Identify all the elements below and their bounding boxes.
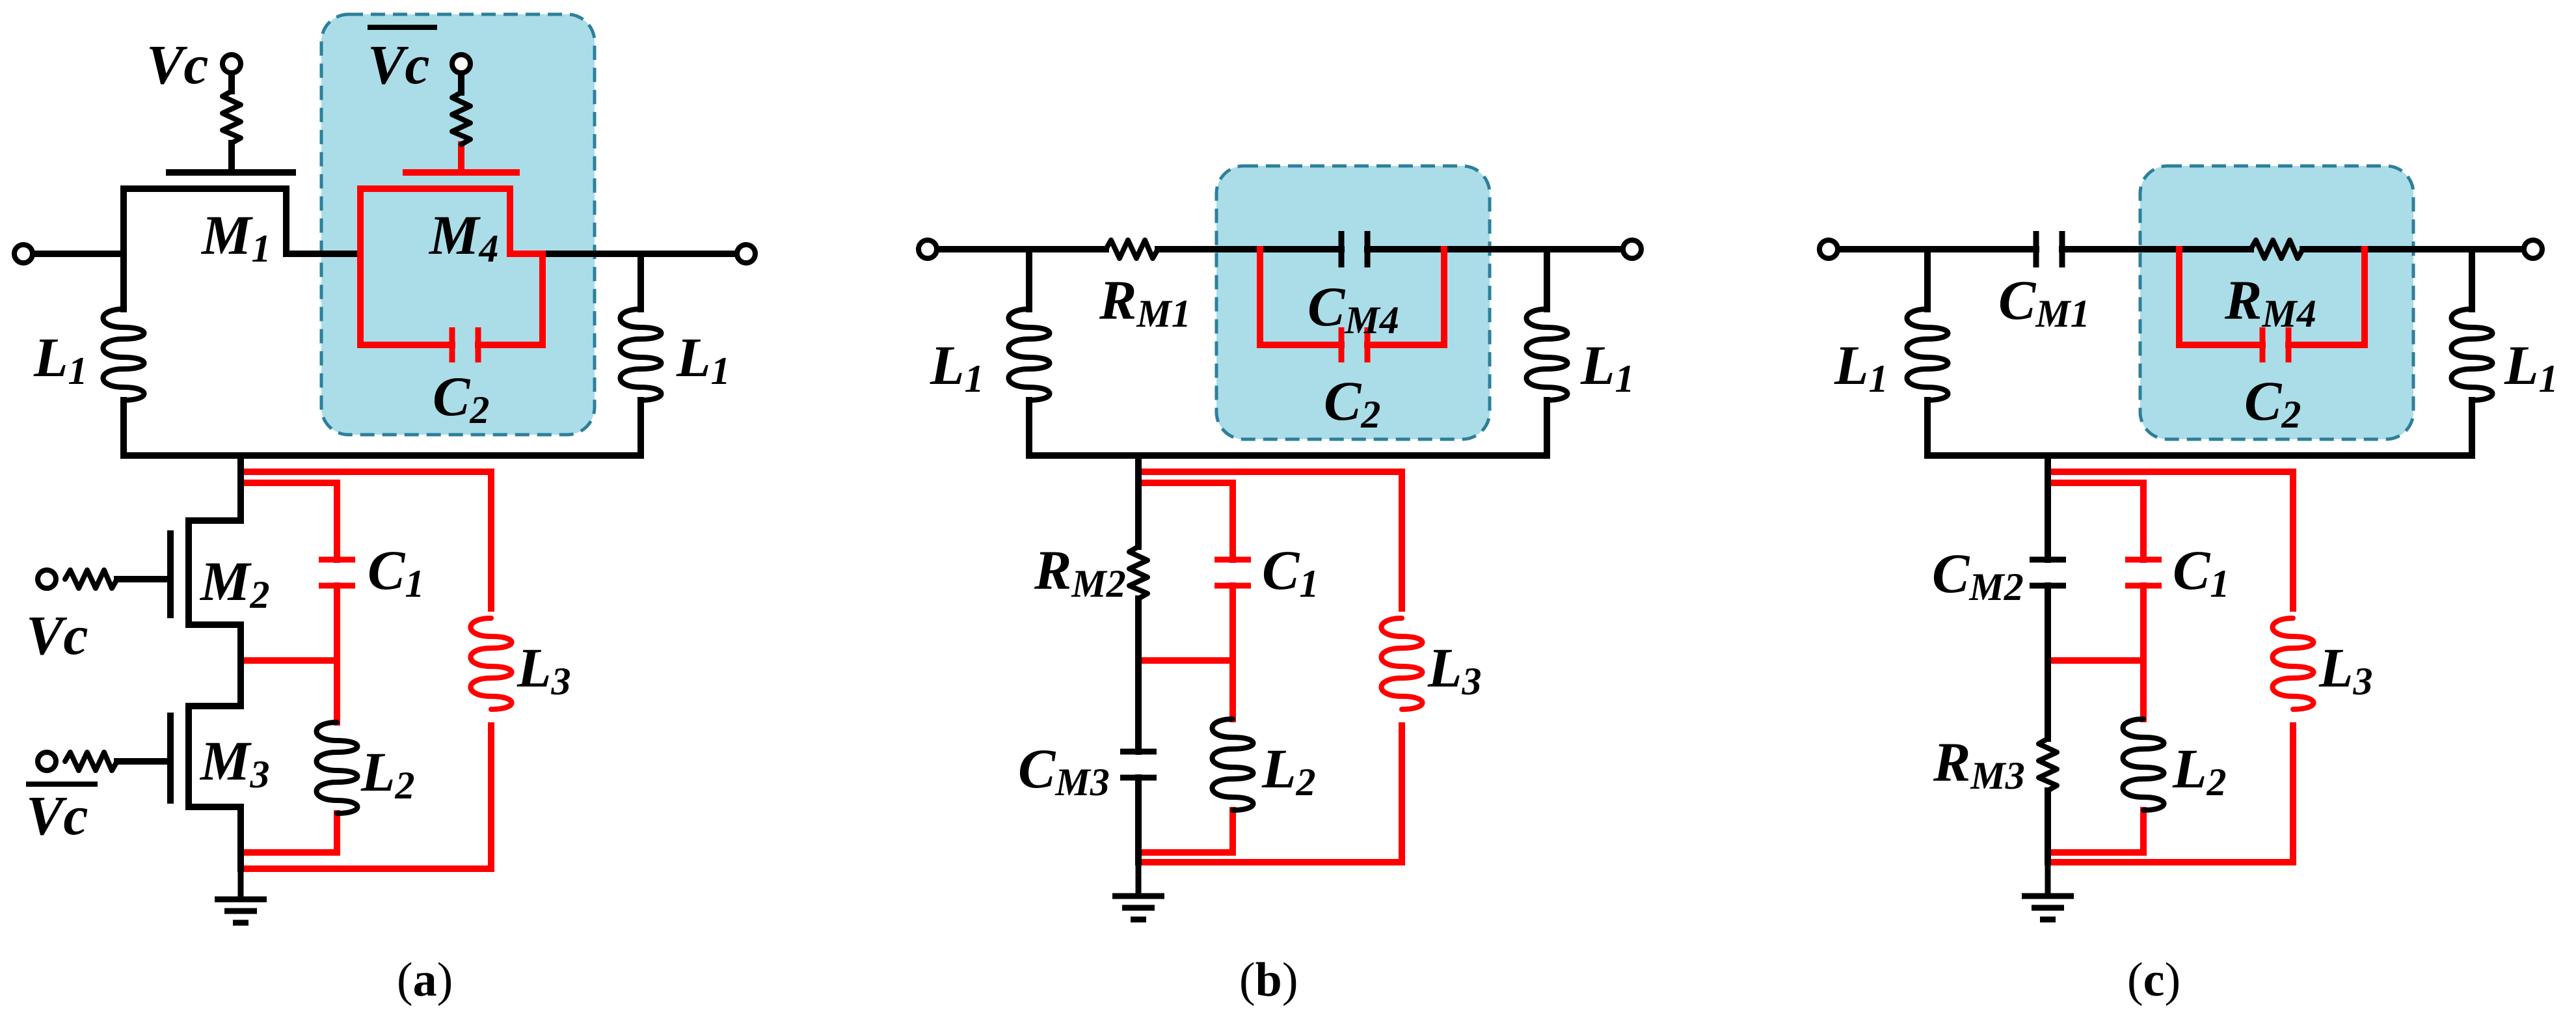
m3-channel [185, 657, 244, 872]
c2-label: C2 [2244, 370, 2301, 436]
output-terminal [1620, 238, 1644, 261]
m2-gate-terminal [35, 567, 59, 591]
panel-c: CM1 RM4 L1 L1 C2 CM2 C1 L3 RM3 L2 (c) [1817, 164, 2558, 1007]
m4-gate [403, 141, 520, 176]
caption-c: (c) [2127, 953, 2180, 1007]
c2-loop [357, 251, 546, 348]
input-terminal [916, 238, 939, 261]
l1-left-inductor [103, 309, 144, 400]
m3-label: M3 [199, 729, 269, 796]
vc-bar-m3-label: Vc [26, 784, 88, 847]
m3-gate-terminal [35, 750, 59, 773]
panel-a: Vc Vc M1 M4 L1 L1 C2 M2 M3 C1 L2 L3 Vc V… [12, 12, 758, 1007]
shunt-red-wiring [1135, 469, 1405, 865]
l1-right-inductor [1527, 309, 1568, 400]
l2-inductor [2123, 719, 2164, 810]
m2-channel [185, 469, 244, 664]
c1-label: C1 [1262, 539, 1319, 605]
l1-left-inductor [1907, 309, 1948, 400]
l1-right-inductor [621, 309, 662, 400]
l2-label: L2 [1261, 737, 1316, 804]
m1-gate [166, 140, 296, 176]
highlight-box-rm4 [2138, 164, 2415, 441]
l1-right-inductor [2452, 309, 2493, 400]
vc-terminal [220, 52, 243, 75]
vc-label: Vc [146, 33, 209, 96]
m2-label: M2 [199, 550, 269, 616]
output-terminal [2521, 238, 2545, 261]
l1-wiring [1026, 246, 1550, 459]
rm4-label: RM4 [2224, 269, 2316, 335]
rm3-resistor [2039, 739, 2057, 791]
l1-left-label: L1 [1834, 334, 1888, 400]
vc-resistor [222, 91, 241, 143]
l1-right-label: L1 [2504, 334, 2558, 400]
l1-right-label: L1 [1580, 334, 1635, 400]
input-terminal [1817, 238, 1840, 261]
l1-left-inductor [1009, 309, 1050, 400]
c1-label: C1 [2173, 539, 2229, 605]
highlight-box-m4 [319, 12, 597, 437]
ground-symbol [215, 869, 267, 926]
l2-inductor [317, 722, 358, 813]
rm3-label: RM3 [1933, 731, 2025, 797]
vc-bar-label: Vc [368, 33, 430, 96]
ground-symbol [2022, 862, 2074, 923]
caption-a: (a) [397, 953, 453, 1007]
panel-b: RM1 CM4 L1 L1 C2 RM2 C1 L3 CM3 L2 (b) [916, 164, 1644, 1007]
l1-wiring [1924, 246, 2475, 459]
cm1-label: CM1 [1998, 269, 2090, 335]
l2-label: L2 [360, 741, 415, 807]
ground-symbol [1112, 862, 1164, 923]
l3-label: L3 [517, 636, 571, 703]
shunt-red-wiring [237, 469, 494, 872]
c2-label: C2 [433, 365, 489, 431]
shunt-red-wiring [2045, 469, 2296, 865]
vc-m2-label: Vc [26, 604, 88, 666]
m4-channel [357, 185, 546, 257]
c1-label: C1 [368, 539, 424, 605]
l1-wiring [120, 251, 644, 459]
m1-label: M1 [200, 204, 271, 270]
l3-label: L3 [1427, 636, 1482, 703]
m3-gate-resistor [65, 752, 117, 770]
output-terminal [734, 242, 758, 265]
l1-left-label: L1 [33, 326, 88, 392]
c2-loop [1257, 246, 1447, 348]
main-line [28, 185, 740, 257]
l2-inductor [1213, 719, 1254, 810]
highlight-box-cm4 [1214, 164, 1492, 441]
m2-gate-resistor [65, 570, 117, 588]
cm4-label: CM4 [1308, 275, 1399, 342]
c2-label: C2 [1324, 370, 1380, 436]
l1-right-label: L1 [676, 326, 731, 392]
l2-label: L2 [2172, 737, 2227, 804]
c2-loop [2176, 246, 2368, 348]
input-terminal [12, 242, 35, 265]
m4-label: M4 [428, 204, 498, 270]
l1-left-label: L1 [930, 334, 984, 400]
rm2-resistor [1129, 547, 1147, 599]
cm2-label: CM2 [1932, 542, 2024, 608]
l3-label: L3 [2318, 636, 2373, 703]
caption-b: (b) [1239, 953, 1298, 1007]
rm2-label: RM2 [1034, 539, 1126, 605]
rm1-label: RM1 [1099, 269, 1191, 335]
cm3-label: CM3 [1018, 737, 1110, 804]
vcbar-terminal [449, 52, 473, 75]
rm1-resistor [1106, 240, 1158, 258]
